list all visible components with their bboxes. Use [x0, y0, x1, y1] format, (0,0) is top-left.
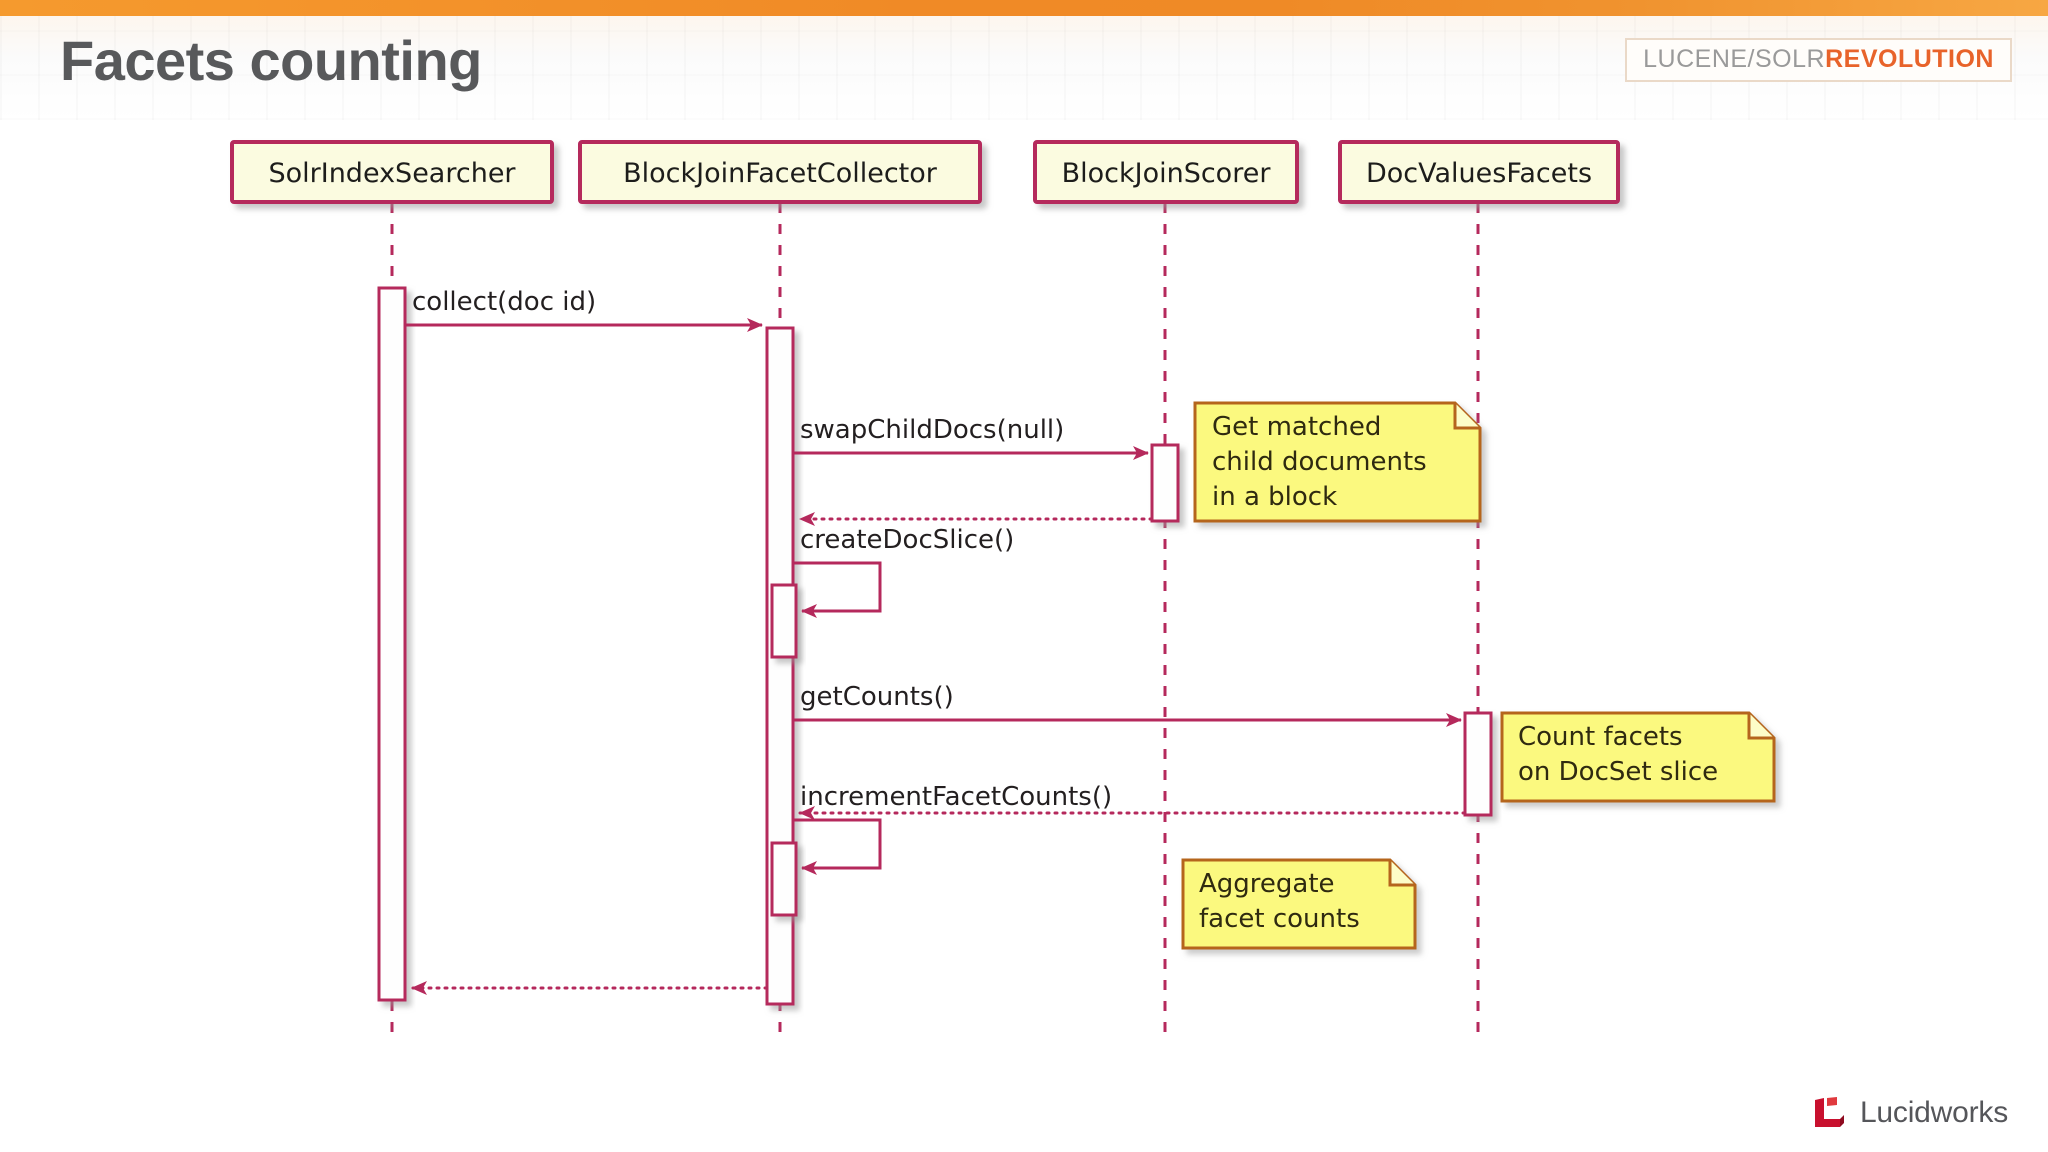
activation-block-join-scorer	[1150, 443, 1180, 523]
conference-logo-prefix: LUCENE/SOLR	[1643, 45, 1826, 73]
message-label: collect(doc id)	[412, 287, 596, 317]
message-swap-child-docs: swapChildDocs(null)	[793, 415, 1149, 460]
lucidworks-logo: Lucidworks	[1813, 1096, 2008, 1130]
note-line: child documents	[1212, 447, 1427, 477]
note-aggregate-facet-counts: Aggregate facet counts	[1181, 858, 1417, 950]
activation-create-doc-slice	[770, 583, 798, 659]
page-title: Facets counting	[60, 29, 482, 92]
activation-solr-index-searcher	[377, 286, 407, 1002]
conference-logo: LUCENE/SOLRREVOLUTION	[1625, 38, 2012, 82]
message-label: createDocSlice()	[800, 525, 1014, 555]
note-line: on DocSet slice	[1518, 757, 1718, 787]
message-collect: collect(doc id)	[405, 287, 763, 332]
participant-boxes: SolrIndexSearcher BlockJoinFacetCollecto…	[230, 140, 1620, 204]
activation-doc-values-facets	[1463, 711, 1493, 817]
participant-doc-values-facets[interactable]: DocValuesFacets	[1338, 140, 1620, 204]
message-increment-facet-counts: incrementFacetCounts()	[793, 782, 1112, 875]
activation-bars	[377, 286, 1493, 1006]
participant-label: SolrIndexSearcher	[268, 158, 516, 189]
participant-block-join-scorer[interactable]: BlockJoinScorer	[1033, 140, 1299, 204]
participant-block-join-facet-collector[interactable]: BlockJoinFacetCollector	[578, 140, 982, 204]
message-label: swapChildDocs(null)	[800, 415, 1064, 445]
note-line: Count facets	[1518, 722, 1683, 752]
note-line: Aggregate	[1199, 869, 1335, 899]
participant-label: DocValuesFacets	[1366, 158, 1592, 189]
top-accent-bar	[0, 0, 2048, 16]
message-label: getCounts()	[800, 682, 954, 712]
conference-logo-suffix: REVOLUTION	[1825, 45, 1994, 73]
message-label: incrementFacetCounts()	[800, 782, 1112, 812]
participant-label: BlockJoinFacetCollector	[623, 158, 938, 189]
note-line: facet counts	[1199, 904, 1360, 934]
note-get-matched-child-docs: Get matched child documents in a block	[1193, 401, 1482, 523]
lucidworks-l-mark-icon	[1813, 1096, 1847, 1130]
sequence-diagram: SolrIndexSearcher BlockJoinFacetCollecto…	[0, 120, 2048, 1120]
note-line: in a block	[1212, 482, 1337, 512]
activation-increment-facet-counts	[770, 841, 798, 917]
note-count-facets: Count facets on DocSet slice	[1500, 711, 1776, 803]
message-get-counts: getCounts()	[793, 682, 1462, 727]
lucidworks-wordmark: Lucidworks	[1859, 1096, 2008, 1129]
note-line: Get matched	[1212, 412, 1381, 442]
participant-solr-index-searcher[interactable]: SolrIndexSearcher	[230, 140, 554, 204]
message-create-doc-slice: createDocSlice()	[793, 525, 1014, 618]
participant-label: BlockJoinScorer	[1062, 158, 1272, 189]
